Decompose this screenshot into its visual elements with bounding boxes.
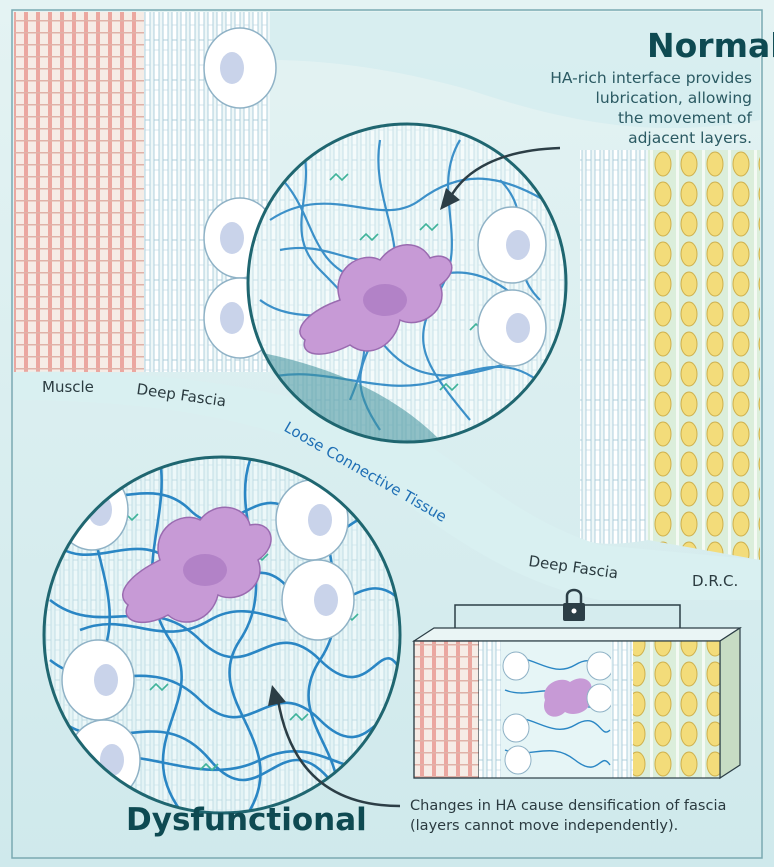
normal-description-line: HA-rich interface provides	[550, 68, 752, 88]
muscle-layer	[14, 12, 144, 372]
dysfunctional-description: Changes in HA cause densification of fas…	[410, 796, 726, 836]
label-drc: D.R.C.	[692, 572, 738, 590]
dysfunctional-magnified-view	[44, 457, 400, 813]
dysfunctional-description-line: (layers cannot move independently).	[410, 816, 726, 836]
normal-magnified-view	[248, 124, 568, 444]
label-muscle: Muscle	[42, 378, 94, 396]
normal-description-line: adjacent layers.	[550, 128, 752, 148]
drc-layer	[648, 150, 760, 560]
deep-fascia-lower-layer	[580, 150, 648, 544]
locked-layers-box	[414, 628, 740, 778]
normal-title: Normal	[647, 26, 774, 65]
dysfunctional-title: Dysfunctional	[126, 802, 367, 838]
normal-description: HA-rich interface provides lubrication, …	[550, 68, 752, 148]
normal-description-line: lubrication, allowing	[550, 88, 752, 108]
dysfunctional-description-line: Changes in HA cause densification of fas…	[410, 796, 726, 816]
normal-description-line: the movement of	[550, 108, 752, 128]
